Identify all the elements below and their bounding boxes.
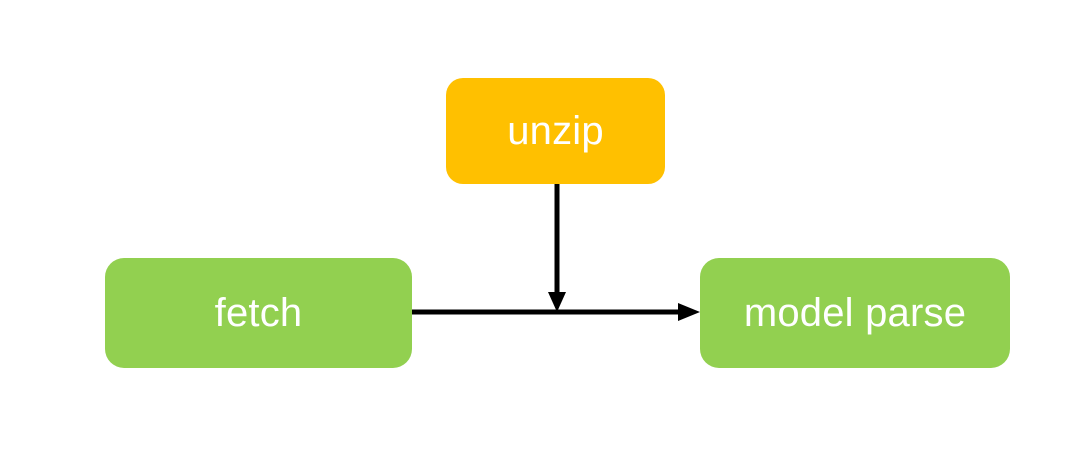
node-unzip[interactable]: unzip (446, 78, 665, 184)
node-model-parse-label: model parse (743, 291, 967, 335)
node-unzip-label: unzip (507, 109, 604, 153)
edge-unzip-to-flow[interactable] (548, 184, 566, 312)
node-fetch-label: fetch (214, 291, 303, 335)
node-model-parse[interactable]: model parse (700, 258, 1010, 368)
node-fetch[interactable]: fetch (105, 258, 412, 368)
edge-fetch-to-model-parse[interactable] (412, 303, 700, 321)
